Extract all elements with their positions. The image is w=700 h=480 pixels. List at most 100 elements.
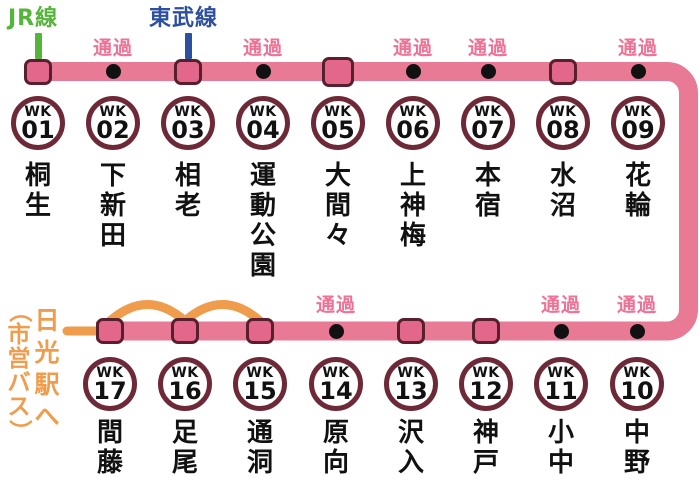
pass-dot-wk04 [255, 64, 271, 79]
station-number: 15 [243, 377, 277, 405]
station-code: WK [324, 104, 352, 120]
jr-line-label: JR線 [8, 6, 59, 31]
station-name-wk12: 神戸 [472, 418, 499, 478]
station-number: 05 [321, 116, 355, 144]
station-number: 12 [469, 377, 503, 405]
pass-label-wk10: 通過 [616, 294, 657, 316]
station-code: WK [624, 104, 652, 120]
station-number: 16 [168, 377, 202, 405]
station-name-wk08: 水沼 [549, 161, 576, 221]
station-code: WK [171, 365, 199, 381]
station-name-wk17: 間藤 [96, 418, 123, 478]
station-name-wk09: 花輪 [624, 161, 651, 221]
station-name-wk02: 下新田 [99, 161, 126, 251]
pass-label-wk11: 通過 [540, 294, 581, 316]
station-name-wk05: 大間々 [324, 161, 351, 251]
station-code: WK [249, 104, 277, 120]
bus-line-arc-1 [105, 300, 190, 326]
station-code: WK [246, 365, 274, 381]
station-code: WK [399, 104, 427, 120]
station-marker-wk17 [96, 318, 124, 344]
pass-label-wk06: 通過 [392, 37, 433, 59]
pass-dot-wk02 [105, 64, 121, 79]
bus-destination-label-line2: （市営バス） [6, 299, 32, 443]
station-code: WK [547, 365, 575, 381]
station-marker-wk01 [24, 58, 52, 85]
station-name-wk11: 小中 [547, 418, 574, 478]
station-code: WK [322, 365, 350, 381]
station-name-wk16: 足尾 [171, 418, 198, 478]
station-number: 04 [246, 116, 280, 144]
station-name-wk04: 運動公園 [249, 161, 276, 281]
rail-line [30, 62, 698, 341]
station-code: WK [24, 104, 52, 120]
station-name-wk03: 相老 [174, 161, 201, 221]
station-marker-wk12 [472, 318, 500, 344]
station-marker-wk03 [174, 58, 202, 85]
pass-label-wk09: 通過 [617, 37, 658, 59]
station-marker-wk16 [171, 318, 199, 344]
station-number: 10 [620, 377, 654, 405]
station-code: WK [474, 104, 502, 120]
station-marker-wk15 [246, 318, 274, 344]
station-code: WK [549, 104, 577, 120]
pass-dot-wk09 [630, 64, 646, 79]
station-name-wk14: 原向 [322, 418, 349, 478]
station-number: 07 [471, 116, 505, 144]
tobu-line-tick [185, 33, 192, 59]
station-number: 09 [621, 116, 655, 144]
station-number: 14 [319, 377, 353, 405]
pass-dot-wk07 [480, 64, 496, 79]
station-number: 13 [394, 377, 428, 405]
station-code: WK [397, 365, 425, 381]
station-marker-wk13 [397, 318, 425, 344]
pass-label-wk07: 通過 [467, 37, 508, 59]
pass-dot-wk11 [553, 323, 569, 339]
station-name-wk06: 上神梅 [399, 161, 426, 251]
station-code: WK [623, 365, 651, 381]
station-number: 06 [396, 116, 430, 144]
station-number: 17 [93, 377, 127, 405]
station-number: 01 [21, 116, 55, 144]
station-name-wk07: 本宿 [474, 161, 501, 221]
pass-dot-wk10 [629, 323, 645, 339]
station-name-wk01: 桐生 [24, 161, 51, 221]
station-marker-wk05 [322, 56, 354, 87]
station-code: WK [99, 104, 127, 120]
pass-dot-wk14 [328, 323, 344, 339]
bus-destination-label-line1: 日光駅へ [34, 306, 60, 431]
bus-line-arc-2 [180, 300, 265, 326]
pass-label-wk04: 通過 [242, 37, 283, 59]
station-name-wk10: 中野 [623, 418, 650, 478]
station-number: 08 [546, 116, 580, 144]
pass-label-wk02: 通過 [92, 37, 133, 59]
station-number: 11 [544, 377, 578, 405]
station-number: 03 [171, 116, 205, 144]
pass-dot-wk06 [405, 64, 421, 79]
station-number: 02 [96, 116, 130, 144]
jr-line-tick [35, 33, 42, 59]
station-name-wk15: 通洞 [246, 418, 273, 478]
station-marker-wk08 [549, 58, 577, 85]
station-name-wk13: 沢入 [397, 418, 424, 478]
pass-label-wk14: 通過 [315, 294, 356, 316]
station-code: WK [472, 365, 500, 381]
station-code: WK [174, 104, 202, 120]
